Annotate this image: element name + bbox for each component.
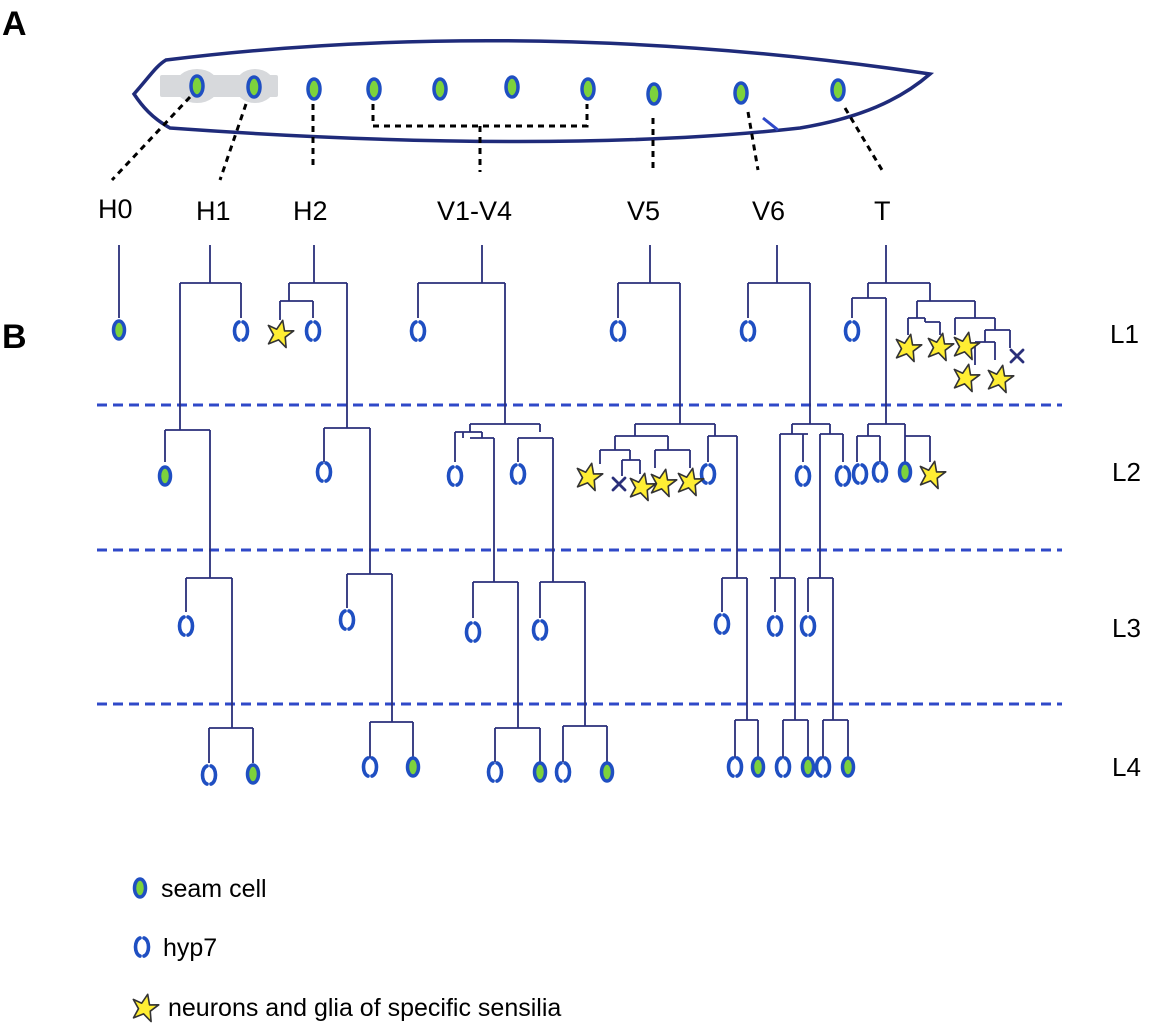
h2-tree <box>279 245 414 758</box>
legend-seam-icon <box>132 877 148 899</box>
v6-tree <box>747 245 849 758</box>
legend-neuron-label: neurons and glia of specific sensilia <box>168 994 561 1022</box>
legend-seam-label: seam cell <box>161 875 267 903</box>
body-seam-cells <box>189 74 846 106</box>
worm-body-panel <box>110 38 935 182</box>
lineage-label-t: T <box>874 196 891 226</box>
anus-mark <box>762 116 779 132</box>
lineage-label-h0: H0 <box>98 194 133 224</box>
seam-cells <box>111 319 913 785</box>
t-tree <box>851 245 1011 462</box>
lineage-label-h2: H2 <box>293 196 328 226</box>
legend: seam cell hyp7 neurons and glia of speci… <box>128 875 561 1024</box>
h1-tree <box>164 245 254 763</box>
stage-dividers <box>97 403 1062 706</box>
legend-hyp7-label: hyp7 <box>163 934 217 962</box>
stage-labels: L1 L2 L3 L4 <box>1110 319 1141 782</box>
legend-hyp7-icon <box>133 936 151 958</box>
lineage-labels: H0 H1 H2 V1-V4 V5 V6 T <box>98 194 891 226</box>
stage-label-l4: L4 <box>1112 752 1141 782</box>
stage-label-l1: L1 <box>1110 319 1139 349</box>
lineage-label-v1-v4: V1-V4 <box>437 196 512 226</box>
panel-b-letter: B <box>2 318 27 356</box>
legend-neuron-icon <box>128 990 162 1024</box>
v5-tree <box>599 245 759 758</box>
panel-a-letter: A <box>2 5 27 43</box>
lineage-trees <box>118 245 1011 763</box>
lineage-label-v6: V6 <box>752 196 785 226</box>
stage-label-l3: L3 <box>1112 613 1141 643</box>
lineage-connectors <box>110 95 884 182</box>
cell-death-marks <box>611 348 1025 492</box>
lineage-label-v5: V5 <box>627 196 660 226</box>
stage-label-l2: L2 <box>1112 457 1141 487</box>
v1-v4-tree <box>417 245 608 762</box>
worm-outline <box>131 38 935 144</box>
lineage-label-h1: H1 <box>196 196 231 226</box>
